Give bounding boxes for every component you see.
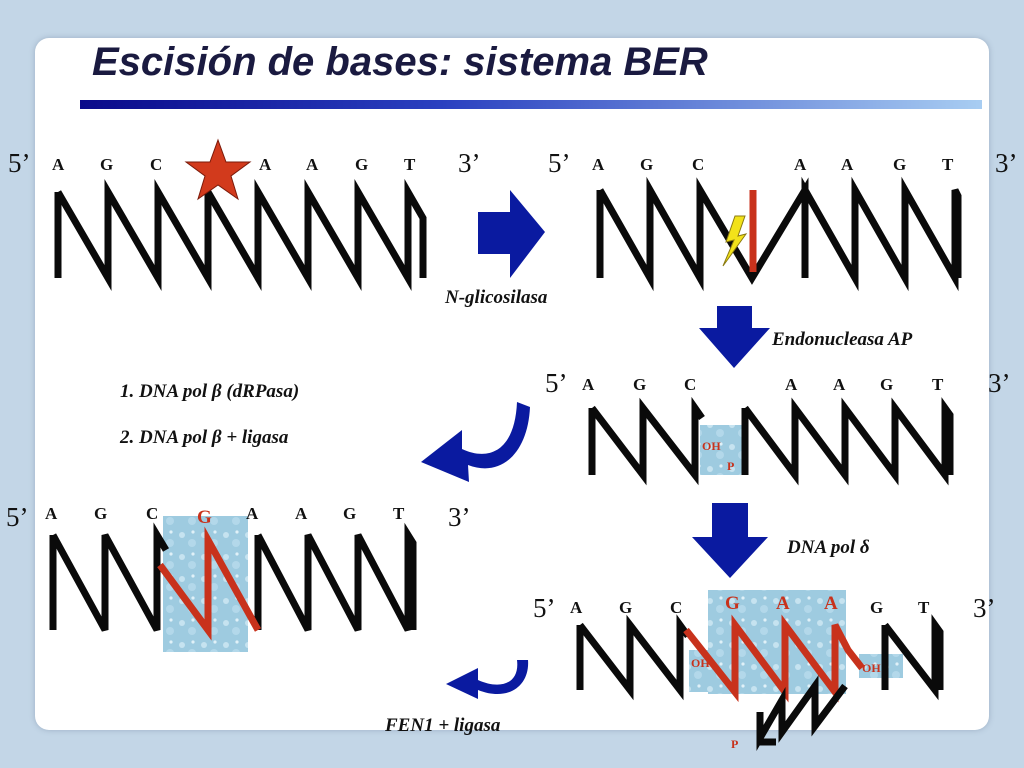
strand-3-base: C	[684, 375, 696, 394]
strand-3-base: A	[833, 375, 846, 394]
strand-4-backbone	[576, 614, 944, 701]
strand-3-oh-label: OH	[702, 439, 721, 453]
strand-2-base: G	[893, 155, 906, 174]
strand-4-oh-left-label: OH	[691, 656, 710, 670]
strand-4-oh-box-right	[859, 654, 903, 678]
strand-3-base: T	[932, 375, 944, 394]
strand-1-base: A	[259, 155, 272, 174]
title-underline	[80, 100, 982, 109]
curved-arrow-left-2	[446, 660, 529, 699]
strand-4-new-base: A	[824, 593, 838, 614]
strand-4-base: G	[619, 598, 632, 617]
strand-4-new-base: G	[725, 593, 740, 614]
strand-4-three-end: 3’	[973, 593, 996, 623]
strand-3-base: A	[785, 375, 798, 394]
strand-4-oh-right-label: OH	[862, 661, 881, 675]
label-fen1-ligase: FEN1 + ligasa	[384, 715, 501, 736]
strand-4-long-patch: 5’ 3’ A G C G A A G T OH OH P	[533, 590, 996, 752]
strand-3-patch	[700, 425, 742, 475]
strand-1-base: G	[100, 155, 113, 174]
strand-4-five-end: 5’	[533, 593, 556, 623]
strand-5-repair-segment	[157, 526, 262, 641]
strand-4-base: C	[670, 598, 682, 617]
strand-2-base: A	[592, 155, 605, 174]
strand-3-five-end: 5’	[545, 368, 568, 398]
strand-5-base: A	[295, 504, 308, 523]
strand-5-base: A	[246, 504, 259, 523]
strand-2-base: A	[794, 155, 807, 174]
strand-1-damaged: 5’ 3’ A G C A A G T	[8, 138, 481, 291]
strand-5-short-patch: 5’ 3’ A G C G A A G T	[6, 502, 471, 652]
strand-5-backbone	[49, 522, 417, 632]
strand-4-repair-segment	[683, 614, 865, 703]
strand-1-base: A	[52, 155, 65, 174]
strand-2-backbone	[596, 176, 962, 292]
strand-3-three-end: 3’	[988, 368, 1011, 398]
page-title: Escisión de bases: sistema BER	[92, 40, 708, 84]
strand-5-base: A	[45, 504, 58, 523]
label-endonuclease: Endonucleasa AP	[771, 329, 913, 350]
strand-5-base: C	[146, 504, 158, 523]
strand-1-base: C	[150, 155, 162, 174]
strand-2-base: G	[640, 155, 653, 174]
strand-2-base: T	[942, 155, 954, 174]
strand-5-three-end: 3’	[448, 502, 471, 532]
strand-5-base: G	[343, 504, 356, 523]
strand-5-base: T	[393, 504, 405, 523]
strand-3-base: G	[880, 375, 893, 394]
strand-5-base: G	[94, 504, 107, 523]
strand-4-base: G	[870, 598, 883, 617]
strand-2-base: A	[841, 155, 854, 174]
strand-5-five-end: 5’	[6, 502, 29, 532]
strand-1-base: G	[355, 155, 368, 174]
strand-4-p-label: P	[731, 737, 738, 751]
strand-4-displaced-flap	[756, 675, 848, 752]
strand-3-backbone-left	[588, 396, 705, 486]
cleavage-bolt-icon	[722, 215, 748, 267]
strand-4-base: A	[570, 598, 583, 617]
strand-2-three-end: 3’	[995, 148, 1018, 178]
strand-1-base: T	[404, 155, 416, 174]
strand-2-ap-site: 5’ 3’ A G C A A G T	[548, 148, 1018, 292]
strand-3-backbone-right	[741, 397, 954, 486]
label-step-1: 1. DNA pol β (dRPasa)	[120, 381, 299, 402]
strand-2-five-end: 5’	[548, 148, 571, 178]
strand-3-p-label: P	[727, 459, 734, 473]
strand-2-base: C	[692, 155, 704, 174]
strand-1-three-end: 3’	[458, 148, 481, 178]
strand-1-five-end: 5’	[8, 148, 31, 178]
strand-4-new-base: A	[776, 593, 790, 614]
strand-3-base: G	[633, 375, 646, 394]
strand-3-base: A	[582, 375, 595, 394]
strand-5-new-base: G	[197, 507, 212, 528]
damage-star-icon	[184, 138, 252, 201]
label-pol-delta: DNA pol δ	[786, 537, 870, 558]
step-arrow-down-2	[692, 503, 768, 578]
step-arrow-down-1	[699, 306, 770, 368]
step-arrow-right	[478, 190, 545, 278]
curved-arrow-left-1	[421, 402, 530, 482]
strand-3-incised: 5’ 3’ A G C A A G T OH P	[545, 368, 1011, 486]
strand-1-backbone	[54, 178, 427, 291]
strand-4-oh-box-left	[689, 650, 711, 692]
label-n-glycosylase: N-glicosilasa	[444, 287, 548, 308]
strand-4-base: T	[918, 598, 930, 617]
strand-1-base: A	[306, 155, 319, 174]
label-step-2: 2. DNA pol β + ligasa	[119, 427, 289, 448]
